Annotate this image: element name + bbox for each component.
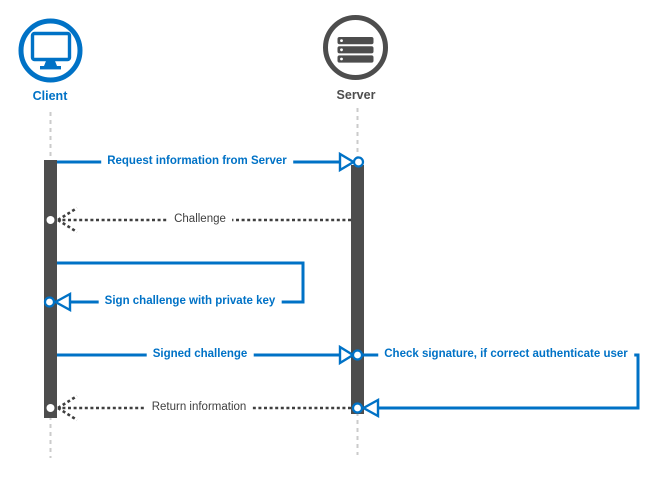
message-arrow-challenge	[46, 206, 351, 234]
message-label-signed-challenge: Signed challenge	[146, 348, 254, 362]
monitor-icon	[18, 18, 83, 83]
message-label-request-information: Request information from Server	[101, 155, 293, 169]
client-actor	[18, 18, 83, 88]
server-activation-bar	[351, 165, 364, 414]
message-label-check-signature: Check signature, if correct authenticate…	[378, 348, 634, 362]
server-actor	[322, 14, 389, 86]
message-label-return-information: Return information	[145, 401, 253, 415]
client-activation-bar	[44, 160, 57, 418]
client-actor-label: Client	[32, 89, 68, 103]
message-arrow-check-signature-loop	[351, 353, 640, 419]
message-arrow-return-information	[46, 394, 351, 422]
message-label-challenge: Challenge	[168, 213, 232, 227]
message-label-sign-challenge: Sign challenge with private key	[98, 295, 282, 309]
server-rack-icon	[323, 15, 388, 80]
server-actor-label: Server	[336, 88, 376, 102]
